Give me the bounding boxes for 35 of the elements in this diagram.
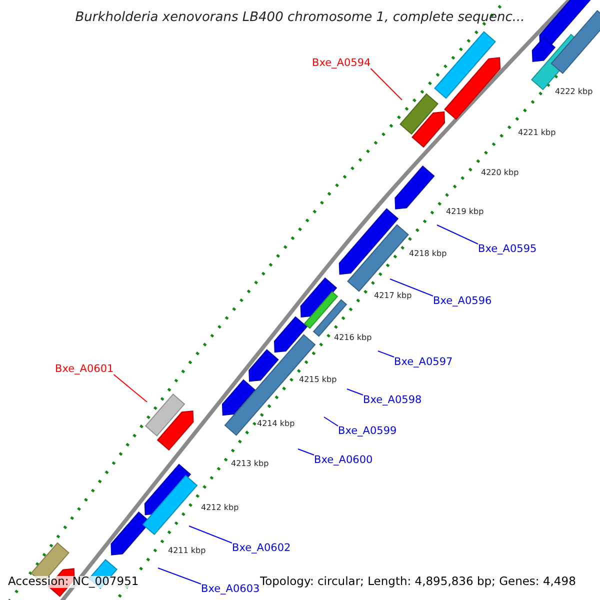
leader-line [346, 388, 364, 396]
title: Burkholderia xenovorans LB400 chromosome 1, complete sequenc... [74, 10, 526, 25]
tick-label: 4211 kbp [168, 547, 206, 555]
tick-label: 4219 kbp [446, 208, 484, 216]
leader-line [324, 416, 338, 426]
tick-label: 4215 kbp [299, 376, 337, 384]
leader-line [436, 224, 478, 244]
leader-line [370, 68, 402, 100]
tick-label: 4214 kbp [257, 420, 295, 428]
tick-label: 4222 kbp [555, 88, 593, 96]
gene-label: Bxe_A0603 [201, 584, 260, 594]
tick-label: 4212 kbp [201, 504, 239, 512]
tick-label: 4218 kbp [409, 250, 447, 258]
info-text: Topology: circular; Length: 4,895,836 bp; Genes: 4,498 [260, 576, 576, 588]
tick-label: 4213 kbp [231, 460, 269, 468]
gene-label: Bxe_A0597 [394, 357, 453, 368]
leader-line [390, 278, 434, 296]
leader-line [113, 374, 148, 402]
info-text: Accession: NC_007951 [8, 576, 139, 588]
leader-line [188, 526, 232, 544]
tick-label: 4217 kbp [374, 292, 412, 300]
gene-label: Bxe_A0602 [232, 543, 291, 554]
leader-line [158, 568, 202, 584]
gene-label: Bxe_A0599 [338, 426, 397, 436]
gene-label: Bxe_A0598 [363, 395, 422, 406]
tick-label: 4220 kbp [481, 169, 519, 177]
gene-label: Bxe_A0601 [55, 364, 114, 374]
leader-line [378, 350, 394, 358]
tick-label: 4221 kbp [518, 129, 556, 137]
tick-label: 4216 kbp [334, 334, 372, 342]
gene-label: Bxe_A0600 [314, 455, 373, 466]
gene-label: Bxe_A0594 [312, 58, 371, 68]
leader-line [298, 448, 314, 456]
gene-label: Bxe_A0596 [433, 296, 492, 306]
gene-label: Bxe_A0595 [478, 244, 537, 254]
